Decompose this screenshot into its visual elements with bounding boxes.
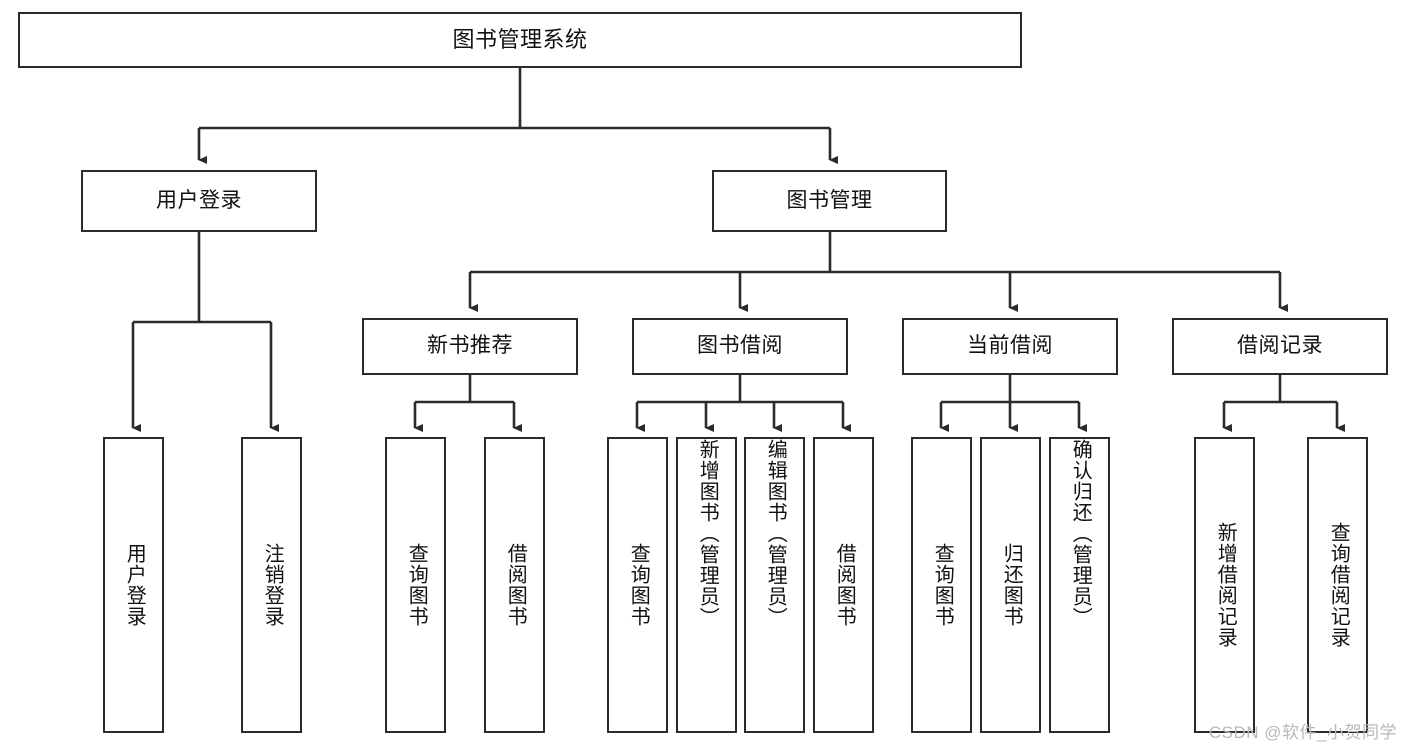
node-leaf-query-book-1[interactable]: 查询图书 <box>385 437 446 733</box>
node-leaf-edit-book[interactable]: 编辑图书（管理员） <box>744 437 805 733</box>
node-leaf-query-book-3-label: 查询图书 <box>931 543 954 627</box>
node-leaf-add-book[interactable]: 新增图书（管理员） <box>676 437 737 733</box>
node-user-login-label: 用户登录 <box>156 188 242 212</box>
node-leaf-query-book-3[interactable]: 查询图书 <box>911 437 972 733</box>
node-leaf-add-book-label: 新增图书（管理员） <box>696 439 719 628</box>
node-leaf-borrow-book-1[interactable]: 借阅图书 <box>484 437 545 733</box>
node-current-borrow-label: 当前借阅 <box>967 334 1053 358</box>
node-book-manage-label: 图书管理 <box>786 188 873 212</box>
node-root-label: 图书管理系统 <box>452 27 588 53</box>
node-leaf-logout[interactable]: 注销登录 <box>241 437 302 733</box>
node-leaf-borrow-book-2[interactable]: 借阅图书 <box>813 437 874 733</box>
node-leaf-query-record-label: 查询借阅记录 <box>1327 522 1350 648</box>
node-book-manage[interactable]: 图书管理 <box>712 170 947 232</box>
watermark: CSDN @软件_小贺同学 <box>1208 723 1397 742</box>
node-root[interactable]: 图书管理系统 <box>18 12 1022 68</box>
node-leaf-query-book-1-label: 查询图书 <box>405 543 428 627</box>
node-leaf-return-book[interactable]: 归还图书 <box>980 437 1041 733</box>
node-leaf-query-record[interactable]: 查询借阅记录 <box>1307 437 1368 733</box>
node-book-borrow[interactable]: 图书借阅 <box>632 318 848 375</box>
node-new-book-recommend-label: 新书推荐 <box>427 334 513 358</box>
node-leaf-confirm-return-label: 确认归还（管理员） <box>1069 439 1092 628</box>
node-leaf-query-book-2[interactable]: 查询图书 <box>607 437 668 733</box>
node-user-login[interactable]: 用户登录 <box>81 170 317 232</box>
node-leaf-edit-book-label: 编辑图书（管理员） <box>764 439 787 628</box>
node-leaf-return-book-label: 归还图书 <box>1000 543 1023 627</box>
node-borrow-record[interactable]: 借阅记录 <box>1172 318 1388 375</box>
node-leaf-add-record-label: 新增借阅记录 <box>1214 522 1237 648</box>
node-leaf-borrow-book-2-label: 借阅图书 <box>833 543 856 627</box>
node-leaf-borrow-book-1-label: 借阅图书 <box>504 543 527 627</box>
node-borrow-record-label: 借阅记录 <box>1237 334 1323 358</box>
node-leaf-user-login-label: 用户登录 <box>123 543 146 627</box>
node-leaf-confirm-return[interactable]: 确认归还（管理员） <box>1049 437 1110 733</box>
node-current-borrow[interactable]: 当前借阅 <box>902 318 1118 375</box>
node-leaf-logout-label: 注销登录 <box>261 543 284 627</box>
node-new-book-recommend[interactable]: 新书推荐 <box>362 318 578 375</box>
node-leaf-user-login[interactable]: 用户登录 <box>103 437 164 733</box>
node-leaf-query-book-2-label: 查询图书 <box>627 543 650 627</box>
node-book-borrow-label: 图书借阅 <box>697 334 783 358</box>
node-leaf-add-record[interactable]: 新增借阅记录 <box>1194 437 1255 733</box>
